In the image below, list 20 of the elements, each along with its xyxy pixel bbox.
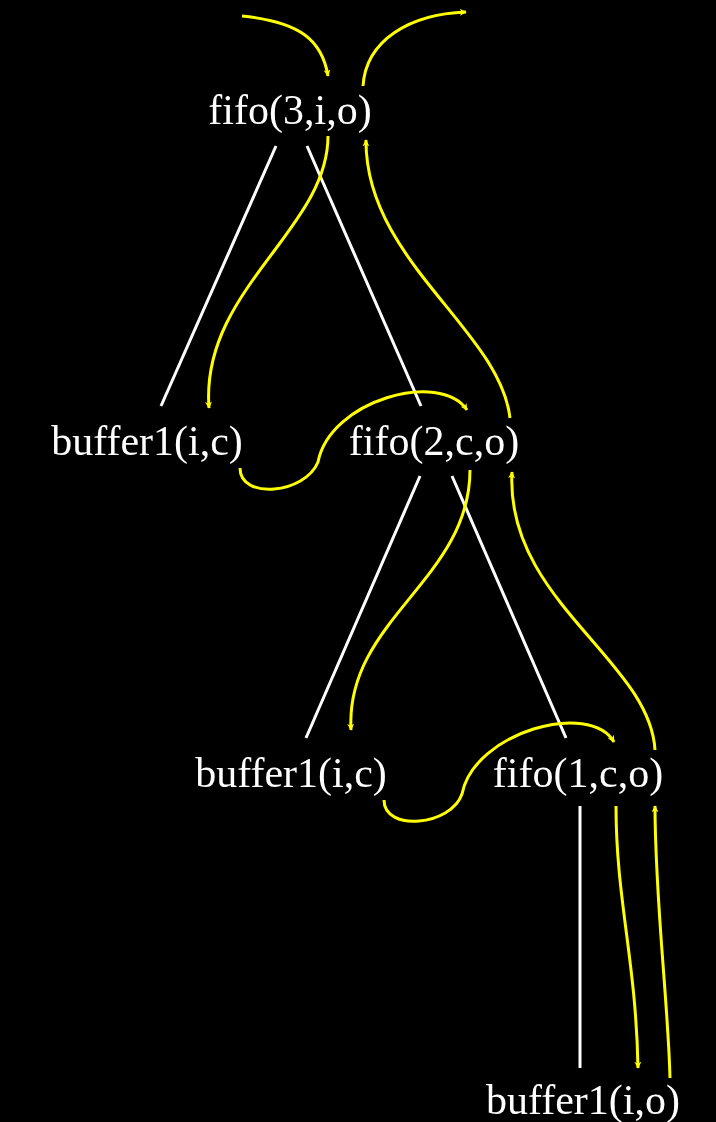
process-label: fifo(3,i,o) xyxy=(208,88,372,132)
tree-line xyxy=(578,806,582,1068)
flow-arrow xyxy=(382,721,616,823)
process-label: buffer1(i,c) xyxy=(195,751,387,795)
flow-arrow xyxy=(363,139,512,419)
flow-arrow xyxy=(508,471,657,751)
flow-arrow xyxy=(361,8,467,87)
flow-arrow xyxy=(205,135,330,409)
flow-arrow xyxy=(347,469,472,731)
tree-line xyxy=(450,475,568,739)
flow-arrow xyxy=(614,805,642,1069)
process-label: fifo(2,c,o) xyxy=(348,419,520,463)
flow-arrow xyxy=(651,805,672,1079)
process-label: buffer1(i,c) xyxy=(51,419,243,463)
flow-arrow xyxy=(241,14,331,77)
tree-line xyxy=(305,145,423,407)
process-label: fifo(1,c,o) xyxy=(492,751,664,795)
tree-line xyxy=(159,145,278,407)
flow-arrow xyxy=(238,390,469,491)
tree-line xyxy=(304,475,422,739)
